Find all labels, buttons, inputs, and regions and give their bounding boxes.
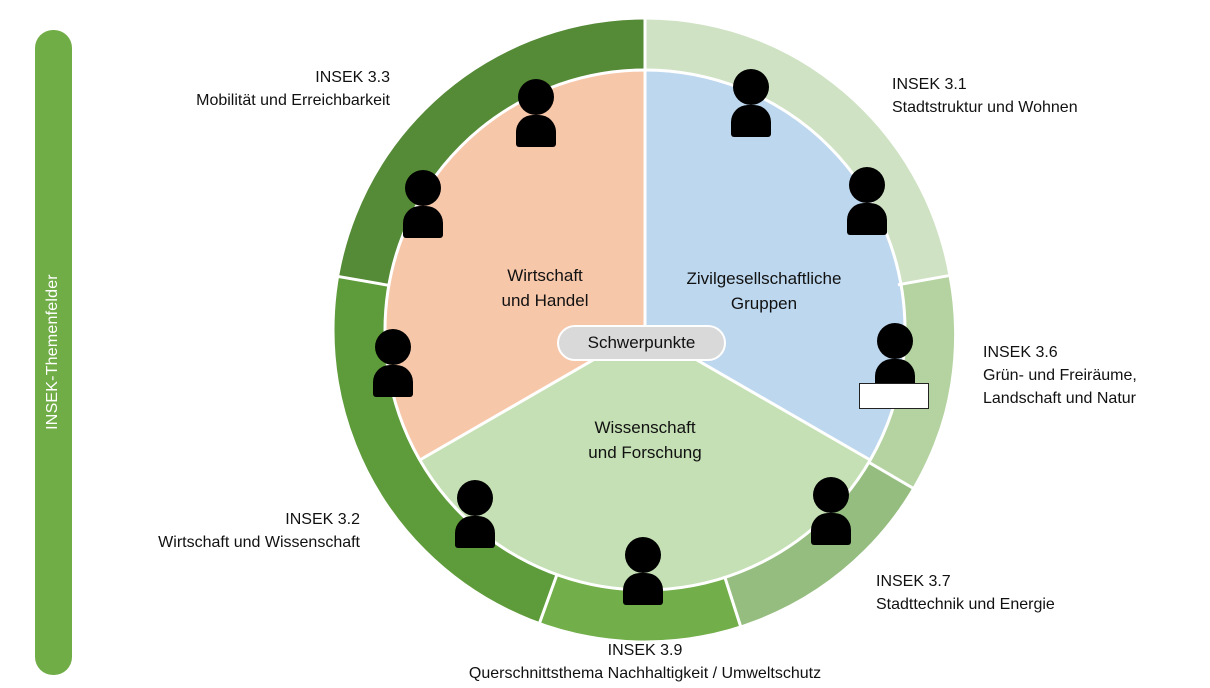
sector-zivilgesellschaft <box>645 70 906 460</box>
person-icon <box>811 477 851 545</box>
ring-segment-3-2 <box>332 276 557 624</box>
person-icon <box>875 323 915 391</box>
person-icon <box>731 69 771 137</box>
person-icon <box>373 329 413 397</box>
person-icon <box>623 537 663 605</box>
person-icon <box>847 167 887 235</box>
person-icon <box>516 79 556 147</box>
jugend-tag <box>859 383 929 409</box>
schwerpunkte-pill: Schwerpunkte <box>557 325 726 361</box>
person-icon <box>403 170 443 238</box>
person-icon <box>455 480 495 548</box>
ring-segment-3-9 <box>539 574 741 642</box>
ring-segment-3-3 <box>337 17 645 286</box>
themen-bar <box>35 30 72 675</box>
ring-segment-3-1 <box>645 18 949 285</box>
sector-wirtschaft <box>384 70 645 460</box>
